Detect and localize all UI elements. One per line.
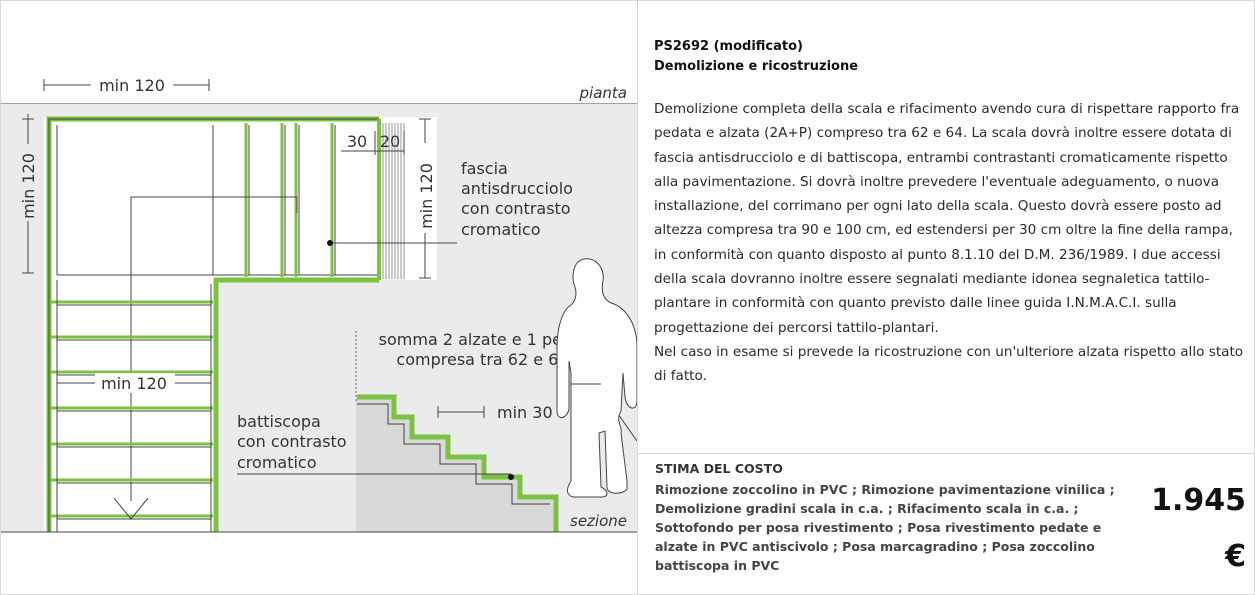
item-code: PS2692 (modificato) <box>654 39 803 54</box>
cost-heading: STIMA DEL COSTO <box>655 461 783 476</box>
item-subtitle: Demolizione e ricostruzione <box>654 59 859 74</box>
dim-top-width <box>43 79 210 91</box>
cost-estimate: STIMA DEL COSTO Rimozione zoccolino in P… <box>638 453 1254 595</box>
stair-drawing: pianta min 120 min 120 <box>1 76 637 533</box>
drawing-panel: pianta min 120 min 120 <box>1 1 638 594</box>
section-tag: sezione <box>570 512 627 530</box>
dim-left-height-label: min 120 <box>19 153 38 219</box>
dim-tread: 30 <box>347 132 367 151</box>
description-paragraph-1: Demolizione completa della scala e rifac… <box>654 101 1240 336</box>
label-sum-1: somma 2 alzate e 1 pedata <box>379 330 598 349</box>
dim-left-height <box>22 114 34 274</box>
label-strip-2: antisdrucciolo <box>461 179 573 198</box>
label-skirting-3: cromatico <box>237 453 317 472</box>
cost-items: Rimozione zoccolino in PVC ; Rimozione p… <box>655 482 1115 573</box>
dim-riser: 20 <box>380 132 400 151</box>
label-sum-2: compresa tra 62 e 64 cm <box>396 350 598 369</box>
cost-currency: € <box>1225 539 1246 574</box>
lower-treads <box>51 280 213 532</box>
dim-landing: min 120 <box>417 163 436 229</box>
item-description: Demolizione completa della scala e rifac… <box>654 97 1246 389</box>
info-panel: PS2692 (modificato) Demolizione e ricost… <box>638 1 1254 594</box>
plan-tag: pianta <box>579 84 627 102</box>
dim-min30: min 30 <box>497 403 553 422</box>
description-paragraph-2: Nel caso in esame si prevede la ricostru… <box>654 343 1244 385</box>
label-strip-4: cromatico <box>461 220 541 239</box>
label-skirting-1: battiscopa <box>237 412 321 431</box>
label-skirting-2: con contrasto <box>237 432 347 451</box>
person-figure <box>556 258 637 498</box>
upper-treads <box>56 125 379 276</box>
section-stair <box>356 399 554 532</box>
dim-lower-width: min 120 <box>101 374 167 393</box>
dim-top-width-label: min 120 <box>99 76 165 95</box>
cost-amount: 1.945 <box>1151 483 1246 518</box>
label-strip-3: con contrasto <box>461 199 571 218</box>
label-strip-1: fascia <box>461 159 508 178</box>
